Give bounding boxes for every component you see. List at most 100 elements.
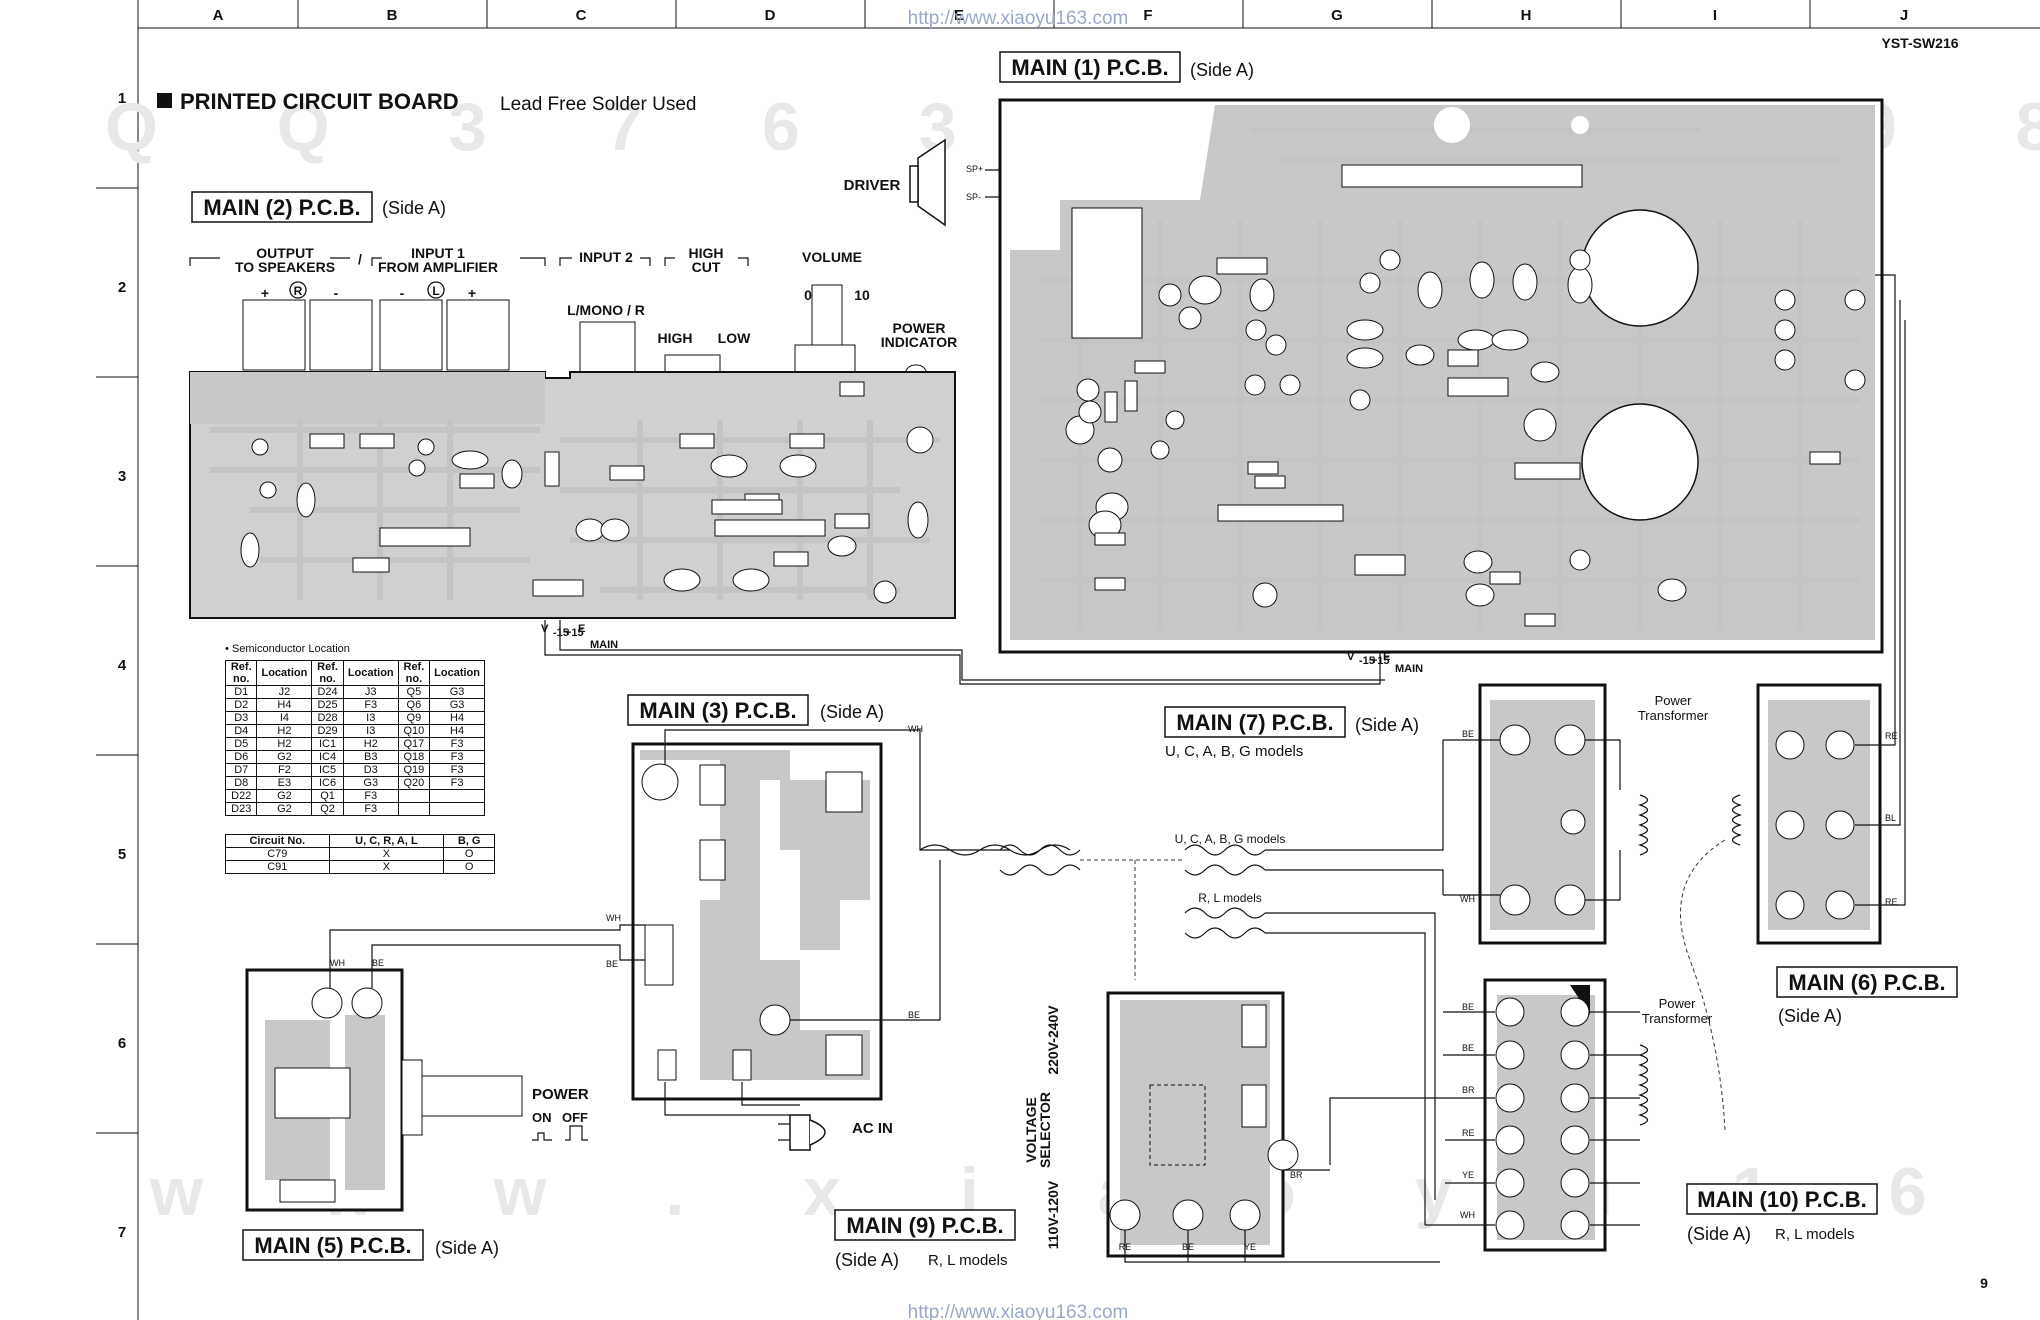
semiconductor-table-header-1: Location (256, 660, 313, 686)
input2-jack (579, 321, 636, 378)
semiconductor-table-header-5: Location (429, 660, 485, 686)
url-top[interactable]: http://www.xiaoyu163.com (908, 8, 1129, 29)
svg-text:V: V (1347, 651, 1355, 663)
semiconductor-table-cell: D24 (311, 685, 344, 699)
main5-side: (Side A) (435, 1238, 499, 1258)
main2-label: MAIN (2) P.C.B. (203, 195, 360, 220)
main10-pcb: BE BE BR RE YE WH Power Transformer MAIN… (1329, 978, 1878, 1252)
semiconductor-table-cell: F3 (342, 802, 399, 816)
rl-wire-label: R, L models (1198, 891, 1262, 905)
w6-connector (759, 1004, 791, 1036)
high-label: HIGH (658, 330, 693, 346)
w10a-connector (1267, 1139, 1299, 1171)
row-2: 2 (118, 279, 126, 296)
main10-br: BR (1462, 1085, 1475, 1095)
semiconductor-table-cell: Q9 (397, 711, 431, 725)
semiconductor-table-cell: F3 (429, 737, 485, 751)
ry1-relay (1071, 207, 1143, 339)
semiconductor-table-cell: IC4 (311, 750, 344, 764)
url-bottom[interactable]: http://www.xiaoyu163.com (908, 1302, 1129, 1320)
semiconductor-table-cell: Q20 (397, 776, 431, 790)
main6-pad-2 (1775, 810, 1805, 840)
cb12 (644, 924, 674, 986)
semiconductor-table-cell: D25 (311, 698, 344, 712)
main1-side: (Side A) (1190, 60, 1254, 80)
semiconductor-table-cell: D1 (225, 685, 258, 699)
cb7 (699, 839, 726, 881)
semiconductor-table-header-0: Ref. no. (225, 660, 258, 686)
pt1-label-2: Transformer (1638, 708, 1709, 723)
semiconductor-table-cell: F3 (429, 763, 485, 777)
column-labels: A B C D E F G H I J (213, 7, 1909, 24)
circuit-table-header-2: B, G (443, 834, 495, 848)
main1-hs-pads (1774, 289, 1866, 391)
volume-shaft (811, 284, 843, 346)
main1-hole-2 (1571, 116, 1589, 134)
main2-traces (210, 420, 940, 600)
main7-wh: WH (1460, 894, 1475, 904)
power-indicator-label-2: INDICATOR (881, 334, 957, 350)
semiconductor-table-cell: Q1 (311, 789, 344, 803)
semiconductor-table-cell: B3 (342, 750, 399, 764)
circuit-table-header-1: U, C, R, A, L (328, 834, 445, 848)
main10-side: (Side A) (1687, 1224, 1751, 1244)
driver-magnet (909, 165, 919, 203)
main7-copper (1490, 700, 1595, 930)
semiconductor-table-cell: D29 (311, 724, 344, 738)
model-number: YST-SW216 (1881, 35, 1958, 51)
semiconductor-table-cell: Q17 (397, 737, 431, 751)
semiconductor-table-cell: IC6 (311, 776, 344, 790)
main1-transistors (1076, 249, 1591, 608)
cb5 (1241, 1004, 1267, 1048)
power-off-label: OFF (562, 1110, 588, 1125)
col-j: J (1900, 7, 1908, 24)
main3-copper-1 (640, 750, 870, 1080)
circuit-table-cell: C91 (225, 860, 330, 874)
main6-coil-icon (1731, 794, 1742, 846)
svg-text:-15: -15 (553, 627, 569, 639)
power-on-label: ON (532, 1110, 552, 1125)
main6-pad-3 (1775, 890, 1805, 920)
semiconductor-table-cell: F2 (256, 763, 313, 777)
semiconductor-table-cell: H2 (256, 724, 313, 738)
semiconductor-table-cell: I3 (342, 711, 399, 725)
row-5: 5 (118, 846, 126, 863)
w11a-connector (1172, 1199, 1204, 1231)
col-e: E (954, 7, 964, 24)
semiconductor-table-cell: IC5 (311, 763, 344, 777)
voltage-220-label: 220V-240V (1045, 1005, 1061, 1075)
sw6-selector (1149, 1084, 1206, 1166)
semiconductor-table-cell: H4 (256, 698, 313, 712)
volume-max: 10 (854, 287, 870, 303)
main2-top-strip (190, 372, 545, 424)
main7-label-box (1164, 706, 1346, 738)
main1-connector-pins: V -15 +15 E MAIN (1347, 651, 1423, 675)
main6-pcb: RE BL RE MAIN (6) P.C.B. (Side A) (1680, 274, 1958, 1131)
main9-side: (Side A) (835, 1250, 899, 1270)
row-3: 3 (118, 468, 126, 485)
col-g: G (1331, 7, 1343, 24)
main5-be-wire (371, 944, 645, 988)
main3-label-box (627, 694, 809, 726)
main10-label-box (1686, 1183, 1878, 1215)
ic1 (1341, 164, 1583, 188)
cb3 (1354, 554, 1406, 576)
slash-label: / (358, 251, 362, 267)
semiconductor-table-cell: J3 (342, 685, 399, 699)
circuit-table-cell: C79 (225, 847, 330, 861)
semiconductor-table-cell (397, 789, 431, 803)
svg-text:MAIN: MAIN (590, 639, 618, 651)
main6-re-bottom: RE (1885, 897, 1898, 907)
minus-l: - (400, 285, 405, 301)
power-indicator-label-1: POWER (893, 320, 946, 336)
main3-label: MAIN (3) P.C.B. (639, 698, 796, 723)
high-cut-label-1: HIGH (689, 245, 724, 261)
semiconductor-table-cell: Q5 (397, 685, 431, 699)
